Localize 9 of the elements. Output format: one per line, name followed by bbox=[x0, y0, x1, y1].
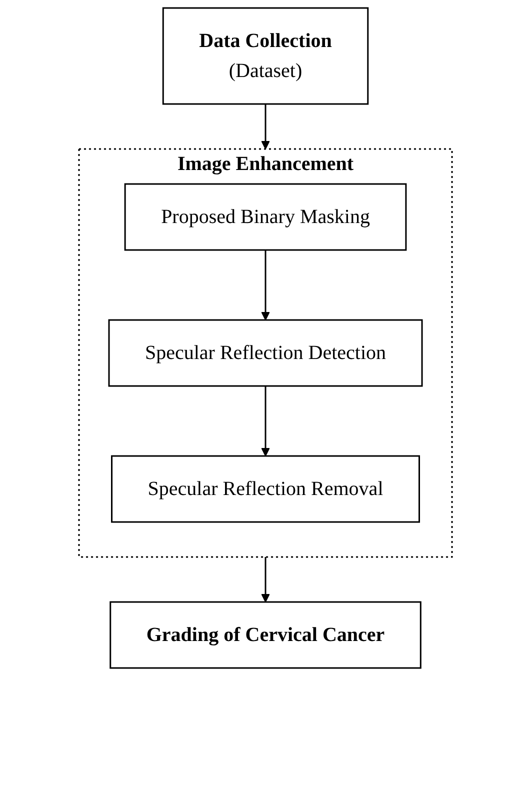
node-box: Proposed Binary Masking bbox=[124, 183, 407, 251]
node-box: Specular Reflection Removal bbox=[111, 455, 420, 523]
arrow bbox=[261, 557, 270, 602]
node-box: Grading of Cervical Cancer bbox=[110, 601, 422, 669]
arrow bbox=[261, 104, 270, 150]
node-box: Specular Reflection Detection bbox=[108, 319, 423, 387]
arrow bbox=[261, 250, 270, 320]
arrow bbox=[261, 386, 270, 456]
node-box: Data Collection (Dataset) bbox=[162, 7, 369, 105]
